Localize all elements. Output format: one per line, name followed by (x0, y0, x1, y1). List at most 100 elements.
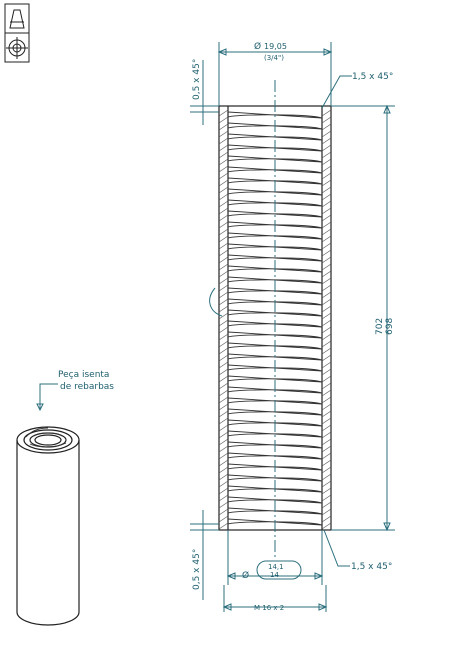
hatch-line (218, 193, 229, 201)
hatch-line (218, 445, 229, 453)
hatch-line (218, 466, 229, 474)
hatch-line (218, 291, 229, 299)
thread-crest (227, 430, 323, 438)
hatch-line (218, 221, 229, 229)
hatch-line (218, 522, 229, 530)
hatch-line (321, 116, 332, 124)
hatch-line (218, 452, 229, 460)
hatch-line (218, 382, 229, 390)
hatch-line (321, 193, 332, 201)
hatch-line (218, 480, 229, 488)
hatch-line (218, 256, 229, 264)
length-min: 698 (385, 318, 395, 335)
hatch-line (218, 459, 229, 467)
hatch-line (218, 340, 229, 348)
hatch-line (218, 347, 229, 355)
hatch-line (321, 361, 332, 369)
hatch-line (218, 396, 229, 404)
hatch-line (321, 340, 332, 348)
hatch-line (218, 263, 229, 271)
hatch-line (218, 214, 229, 222)
hatch-line (218, 109, 229, 117)
hatch-line (218, 144, 229, 152)
hatch-line (321, 480, 332, 488)
hatch-line (321, 445, 332, 453)
hatch-line (321, 452, 332, 460)
top-diameter-dimension: Ø 19,05 (3/4") (217, 41, 333, 106)
hatch-line (218, 298, 229, 306)
thread-dimension: M 16 x 2 (222, 585, 328, 612)
hatch-line (321, 284, 332, 292)
hatch-line (321, 179, 332, 187)
hatch-line (321, 312, 332, 320)
top-dimension-value: 19,05 (264, 42, 287, 51)
hatch-line (218, 319, 229, 327)
hatch-line (321, 487, 332, 495)
hatch-line (321, 165, 332, 173)
hatch-line (218, 375, 229, 383)
break-mark (209, 287, 223, 317)
chamfer-bottom-callout: 1,5 x 45° (323, 529, 392, 572)
hatch-line (321, 396, 332, 404)
chamfer-bottom-label: 1,5 x 45° (351, 562, 392, 572)
hatch-line (218, 389, 229, 397)
hatch-line (218, 403, 229, 411)
hatch-line (218, 368, 229, 376)
hatch-line (321, 417, 332, 425)
hatch-line (218, 179, 229, 187)
hatch-line (321, 172, 332, 180)
hatch-line (321, 186, 332, 194)
hatch-line (321, 403, 332, 411)
hatch-line (321, 109, 332, 117)
hatch-line (321, 326, 332, 334)
hatch-line (218, 473, 229, 481)
hatch-line (321, 256, 332, 264)
hatch-line (218, 228, 229, 236)
hatch-line (218, 361, 229, 369)
hatch-line (218, 424, 229, 432)
left-chamfer-bottom-dimension: 0,5 x 45° (190, 510, 219, 600)
hatch-line (218, 200, 229, 208)
hatch-line (321, 221, 332, 229)
circle-projection-icon (6, 37, 28, 59)
hatch-line (218, 249, 229, 257)
hatch-line (218, 501, 229, 509)
hatch-line (321, 270, 332, 278)
hatch-line (218, 333, 229, 341)
hatch-line (218, 270, 229, 278)
hatch-line (218, 186, 229, 194)
hatch-line (218, 137, 229, 145)
hatch-line (218, 235, 229, 243)
hatch-line (321, 382, 332, 390)
hatch-line (218, 242, 229, 250)
hatch-line (321, 144, 332, 152)
hatch-line (218, 508, 229, 516)
hatch-line (321, 263, 332, 271)
hatch-line (321, 424, 332, 432)
hatch-line (321, 368, 332, 376)
thread-crest (227, 155, 323, 163)
top-dimension-sub: (3/4") (264, 54, 284, 62)
bore-min: 14 (270, 571, 279, 579)
top-dimension-symbol: Ø (254, 41, 261, 52)
hatch-line (321, 214, 332, 222)
hatch-line (218, 326, 229, 334)
hatch-line (321, 375, 332, 383)
hatch-line (321, 522, 332, 530)
hatch-line (321, 305, 332, 313)
hatch-line (321, 431, 332, 439)
left-chamfer-top-label: 0,5 x 45° (192, 59, 202, 100)
hatch-line (321, 333, 332, 341)
bore-symbol: Ø (242, 570, 249, 581)
hatch-line (218, 487, 229, 495)
left-chamfer-top-dimension: 0,5 x 45° (190, 59, 219, 125)
hatch-line (321, 494, 332, 502)
hatch-line (218, 158, 229, 166)
hatch-line (321, 466, 332, 474)
hatch-line (218, 312, 229, 320)
hatch-line (321, 410, 332, 418)
hatch-line (321, 207, 332, 215)
hatch-line (218, 515, 229, 523)
hatch-line (218, 277, 229, 285)
